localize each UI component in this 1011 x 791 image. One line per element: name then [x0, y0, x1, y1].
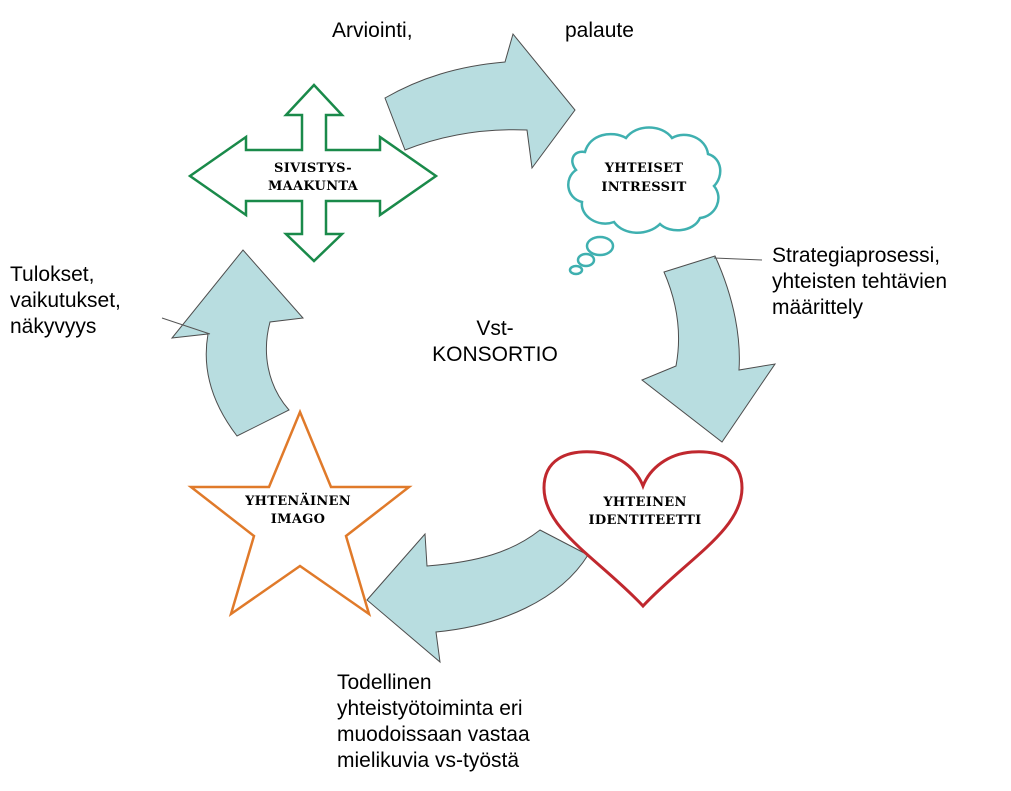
label-cooperation-line3: muodoissaan vastaa [337, 723, 530, 746]
heart-label-line2: IDENTITEETTI [589, 513, 702, 528]
star-shape: YHTENÄINEN IMAGO [187, 408, 413, 618]
heart-shape: YHTEINEN IDENTITEETTI [542, 450, 744, 609]
label-results: Tulokset, vaikutukset, näkyvyys [10, 262, 121, 340]
thought-cloud-icon [567, 126, 722, 234]
label-results-line1: Tulokset, [10, 263, 95, 286]
pointer-line-left [161, 317, 211, 335]
pointer-line-right [713, 257, 763, 261]
label-results-line3: näkyvyys [10, 315, 97, 338]
star-label-line1: YHTENÄINEN [244, 493, 351, 509]
cross-shape: SIVISTYS- MAAKUNTA [187, 83, 439, 263]
arrow-bottom [366, 529, 589, 664]
center-label: Vst- KONSORTIO [410, 316, 580, 368]
cloud-label-line2: INTRESSIT [601, 180, 686, 195]
four-way-arrow-icon [187, 83, 439, 263]
heart-label-line1: YHTEINEN [602, 495, 686, 510]
cross-label-line2: MAAKUNTA [268, 179, 359, 194]
center-label-line2: KONSORTIO [432, 343, 558, 366]
label-results-line2: vaikutukset, [10, 289, 121, 312]
label-cooperation-line1: Todellinen [337, 671, 432, 694]
label-palaute: palaute [565, 19, 634, 42]
arrow-left [170, 249, 305, 437]
cloud-label-line1: YHTEISET [604, 161, 684, 176]
label-cooperation: Todellinen yhteistyötoiminta eri muodois… [337, 670, 530, 774]
star-label-line2: IMAGO [271, 512, 325, 527]
label-cooperation-line4: mielikuvia vs-työstä [337, 749, 520, 772]
label-strategy-line2: yhteisten tehtävien [772, 270, 948, 293]
heart-icon [542, 450, 744, 609]
cloud-bubble-medium [576, 252, 596, 268]
center-label-line1: Vst- [476, 317, 514, 340]
label-strategy-line3: määrittely [772, 296, 864, 319]
label-arviointi: Arviointi, [332, 19, 413, 42]
label-strategy-line1: Strategiaprosessi, [772, 244, 941, 267]
cloud-bubble-small [568, 264, 584, 276]
arrow-top [384, 32, 576, 170]
arrow-right [641, 255, 777, 443]
cross-label-line1: SIVISTYS- [274, 161, 352, 176]
star-icon [187, 408, 413, 618]
cloud-bubble-large [585, 235, 615, 257]
cloud-shape: YHTEISET INTRESSIT [567, 126, 722, 276]
label-cooperation-line2: yhteistyötoiminta eri [337, 697, 523, 720]
label-strategy: Strategiaprosessi, yhteisten tehtävien m… [772, 243, 947, 321]
